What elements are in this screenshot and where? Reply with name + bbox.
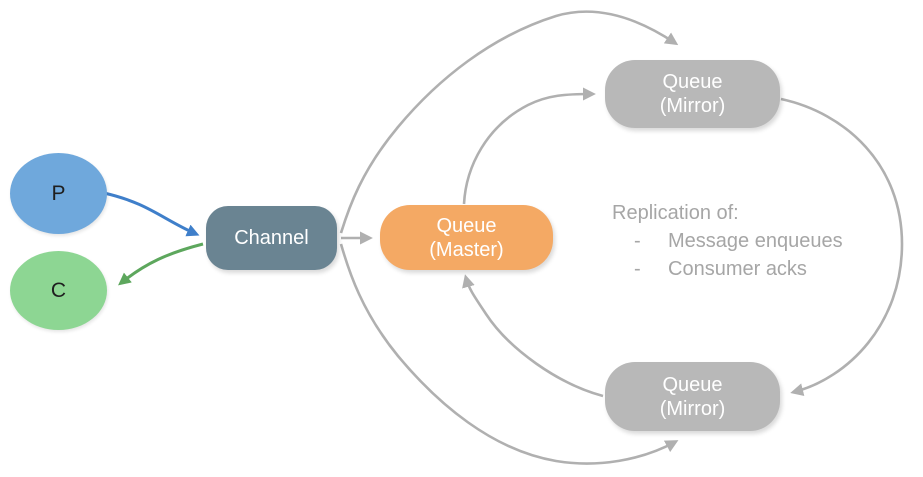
channel-node: Channel	[206, 206, 337, 270]
producer-node: P	[10, 153, 107, 234]
annotation-item-text: Message enqueues	[668, 230, 843, 252]
annotation-bullet: -	[634, 258, 641, 280]
queue-master-sublabel: (Master)	[429, 238, 504, 261]
edge-producer-to-channel	[103, 191, 200, 237]
queue-master-node: Queue (Master)	[380, 205, 553, 270]
consumer-label: C	[50, 278, 67, 302]
consumer-node: C	[10, 251, 107, 330]
queue-mirror-bottom-node: Queue (Mirror)	[605, 362, 780, 431]
queue-mirror-top-sublabel: (Mirror)	[659, 95, 726, 117]
edge-channel-to-mirror-top	[339, 10, 679, 234]
edge-mirror-top-to-mirror-bottom	[780, 97, 904, 397]
edge-mirror-bottom-to-master	[462, 274, 604, 398]
annotation-item: - Consumer acks	[634, 255, 843, 283]
edge-channel-to-consumer	[118, 242, 204, 286]
edge-master-to-mirror-top	[462, 87, 596, 205]
queue-mirror-top-node: Queue (Mirror)	[605, 60, 780, 128]
annotation-heading: Replication of:	[612, 202, 739, 224]
queue-master-label: Queue	[436, 214, 497, 237]
queue-mirror-bottom-label: Queue	[662, 373, 723, 396]
annotation-item-text: Consumer acks	[668, 258, 807, 280]
annotation-item: - Message enqueues	[634, 227, 843, 255]
replication-annotation: Replication of: - Message enqueues - Con…	[612, 199, 843, 283]
channel-label: Channel	[234, 227, 309, 249]
producer-label: P	[51, 181, 66, 205]
annotation-bullet: -	[634, 230, 641, 252]
edge-channel-to-mirror-bottom	[339, 243, 679, 465]
queue-mirror-top-label: Queue	[662, 71, 723, 93]
queue-mirror-bottom-sublabel: (Mirror)	[659, 397, 726, 420]
